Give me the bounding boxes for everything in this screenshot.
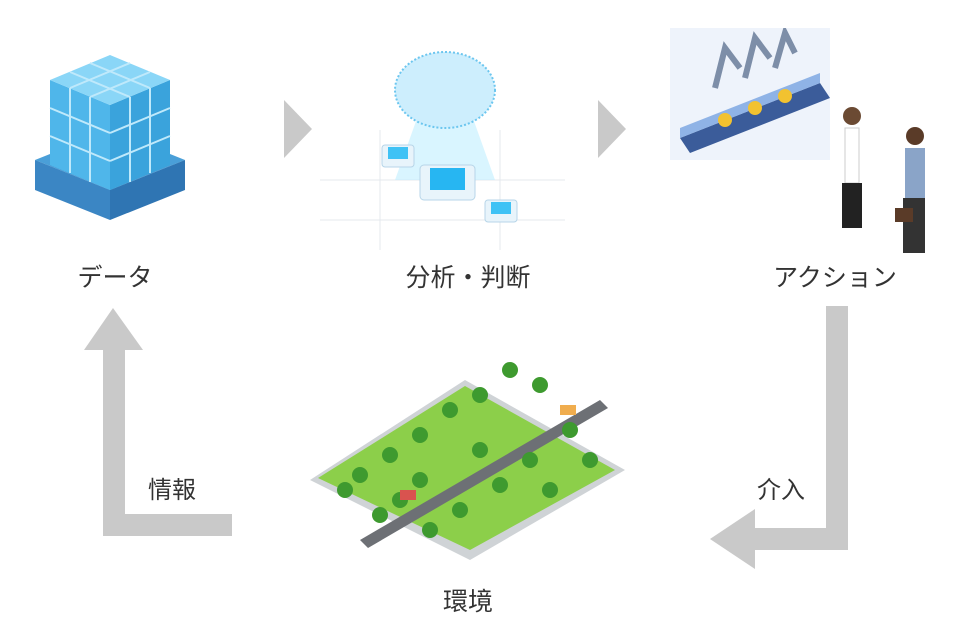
- ai-brain-icon: [320, 51, 565, 250]
- database-cube-icon: [35, 55, 185, 220]
- arrow-left-intervention: [710, 306, 848, 569]
- city-icon: [310, 362, 625, 560]
- arrow-right-icon: [284, 100, 312, 158]
- factory-handshake-icon: [670, 28, 925, 253]
- arrow-up-information: [84, 308, 232, 536]
- edge-label-intervention: 介入: [757, 476, 805, 504]
- node-label-action: アクション: [773, 263, 897, 292]
- node-label-data: データ: [77, 263, 153, 292]
- arrow-right-icon: [598, 100, 626, 158]
- node-label-analysis: 分析・判断: [405, 263, 531, 292]
- edge-label-information: 情報: [148, 476, 196, 504]
- node-label-environment: 環境: [442, 587, 494, 616]
